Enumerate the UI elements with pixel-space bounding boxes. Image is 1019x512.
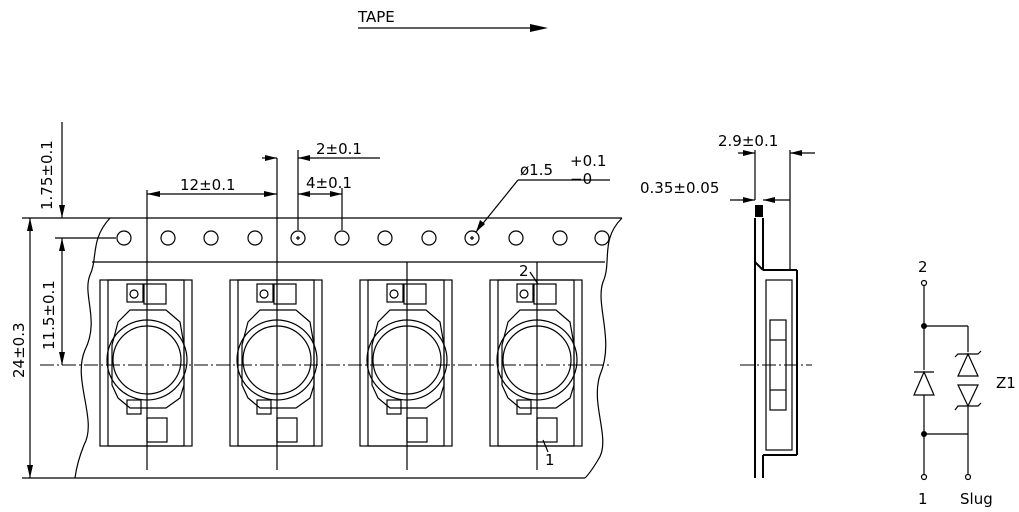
dim-pocket-depth-label: 2.9±0.1 [718,132,778,150]
pocket-4 [489,262,583,470]
pin-2-label: 2 [519,262,529,280]
dim-tape-width: 24±0.3 [10,217,75,479]
schematic: 2 Z1 1 Slug [913,258,1016,508]
pocket-3 [359,262,453,470]
dim-hole-to-center: 11.5±0.1 [40,237,116,365]
dim-hole-diameter: ø1.5 +0.1 −0 [475,152,610,233]
dim-tape-thickness-label: 0.35±0.05 [640,179,719,197]
schematic-zener-label: Z1 [996,374,1016,392]
tape-direction: TAPE [357,8,548,32]
dim-hole-diameter-main: ø1.5 [520,161,553,179]
sprocket-holes [116,230,610,246]
dim-pocket-pitch-label: 12±0.1 [180,176,236,194]
dim-edge-to-hole: 1.75±0.1 [38,122,65,218]
dim-hole-to-center-label: 11.5±0.1 [40,280,58,350]
pocket-1 [99,262,193,470]
dim-pocket-pitch: 12±0.1 [146,176,277,262]
dim-tape-width-label: 24±0.3 [10,322,28,378]
pocket-2 [229,158,323,470]
pin-1-label: 1 [545,451,555,469]
dim-hole-pitch: 4±0.1 [298,174,352,230]
carrier-tape [40,217,623,479]
tape-direction-label: TAPE [357,8,395,26]
dim-hole-diameter-minus: −0 [570,170,592,188]
dim-edge-to-hole-label: 1.75±0.1 [38,140,56,210]
schematic-pin-2: 2 [918,258,928,276]
schematic-pin-slug: Slug [960,490,993,508]
dim-hole-pitch-label: 4±0.1 [306,174,352,192]
dim-hole-offset: 2±0.1 [262,140,380,230]
dim-hole-offset-label: 2±0.1 [316,140,362,158]
schematic-pin-1: 1 [918,490,928,508]
dim-hole-diameter-plus: +0.1 [570,152,606,170]
side-view: 2.9±0.1 0.35±0.05 [640,132,815,478]
